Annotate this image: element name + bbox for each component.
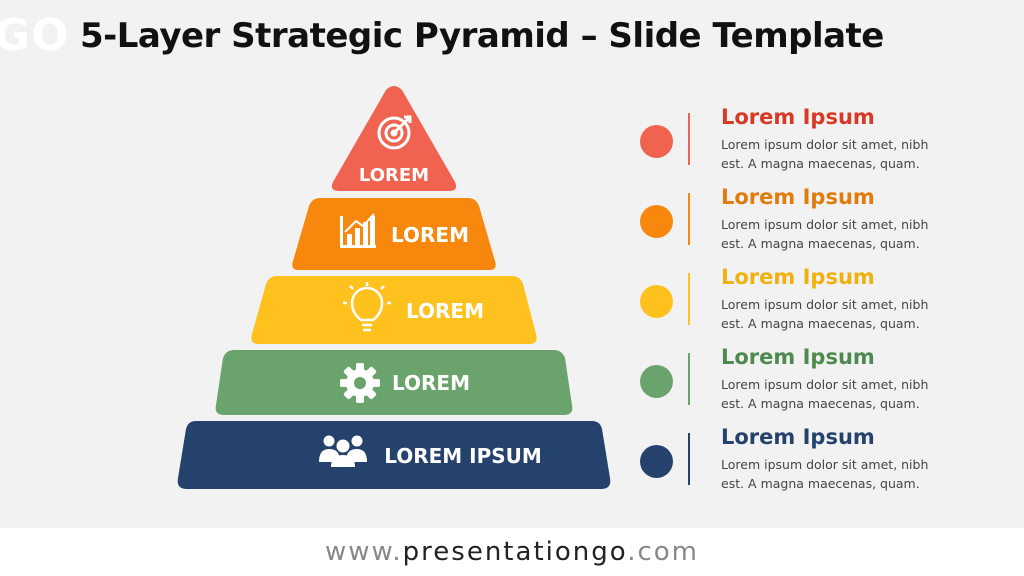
list-item-title: Lorem Ipsum (721, 345, 875, 369)
pyramid-layer-label: LOREM (392, 371, 470, 395)
list-item: Lorem Ipsum Lorem ipsum dolor sit amet, … (640, 425, 1020, 503)
slide-title: 5-Layer Strategic Pyramid – Slide Templa… (80, 16, 884, 56)
footer-suffix: .com (627, 537, 699, 567)
list-item-title: Lorem Ipsum (721, 425, 875, 449)
divider (688, 353, 690, 405)
divider (688, 113, 690, 165)
list-item-text: Lorem ipsum dolor sit amet, nibh est. A … (721, 297, 929, 331)
pyramid-layer-1: LOREM (331, 86, 457, 191)
target-icon (377, 115, 412, 150)
divider (688, 433, 690, 485)
color-dot (640, 125, 673, 158)
list-item-text: Lorem ipsum dolor sit amet, nibh est. A … (721, 457, 929, 491)
list-item-title: Lorem Ipsum (721, 185, 875, 209)
list-item-text: Lorem ipsum dolor sit amet, nibh est. A … (721, 377, 929, 411)
lightbulb-icon (343, 282, 391, 332)
divider (688, 273, 690, 325)
pyramid-layer-label: LOREM (359, 165, 429, 186)
list-item-title: Lorem Ipsum (721, 105, 875, 129)
color-dot (640, 205, 673, 238)
pyramid-layer-4: LOREM (215, 350, 573, 415)
footer-domain: presentationgo (402, 537, 628, 567)
color-dot (640, 285, 673, 318)
logo: GO (0, 10, 70, 61)
pyramid-layer-label: LOREM (391, 223, 469, 247)
divider (688, 193, 690, 245)
list-item: Lorem Ipsum Lorem ipsum dolor sit amet, … (640, 185, 1020, 263)
footer-url[interactable]: www.presentationgo.com (0, 528, 1024, 576)
pyramid-layer-label: LOREM (406, 299, 484, 323)
pyramid-layer-3: LOREM (251, 276, 537, 344)
pyramid-layer-2: LOREM (292, 198, 496, 270)
list-item-text: Lorem ipsum dolor sit amet, nibh est. A … (721, 137, 929, 171)
list-item-text: Lorem ipsum dolor sit amet, nibh est. A … (721, 217, 929, 251)
color-dot (640, 445, 673, 478)
people-icon (319, 435, 367, 467)
list-item: Lorem Ipsum Lorem ipsum dolor sit amet, … (640, 265, 1020, 343)
bar-chart-icon (340, 213, 376, 248)
list-item-title: Lorem Ipsum (721, 265, 875, 289)
gear-icon (340, 363, 380, 403)
list-item: Lorem Ipsum Lorem ipsum dolor sit amet, … (640, 345, 1020, 423)
pyramid-layer-5: LOREM IPSUM (177, 421, 611, 489)
pyramid-layer-label: LOREM IPSUM (384, 444, 542, 468)
color-dot (640, 365, 673, 398)
list-item: Lorem Ipsum Lorem ipsum dolor sit amet, … (640, 105, 1020, 183)
footer-prefix: www. (325, 537, 403, 567)
